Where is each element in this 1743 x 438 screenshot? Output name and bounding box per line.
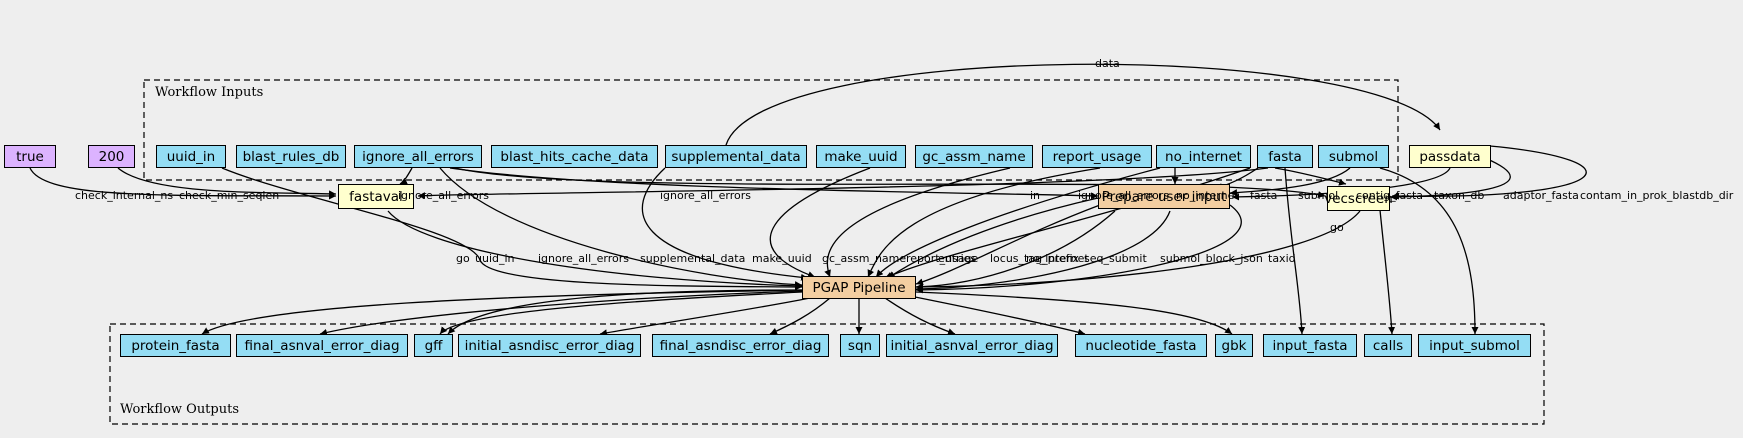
node-blast-rules-db[interactable]: blast_rules_db bbox=[236, 145, 346, 168]
edge-label-ignore-fastaval: ignore_all_errors bbox=[398, 189, 490, 202]
edge-label-uuid-in: uuid_in bbox=[475, 252, 515, 265]
edge-contig-fasta bbox=[1274, 167, 1347, 186]
edge-ignore-prepare bbox=[449, 167, 1099, 200]
edge-check-min-seqlen bbox=[117, 167, 337, 198]
edge-ignore-fastaval bbox=[399, 167, 413, 185]
node-final-asnval-error-diag[interactable]: final_asnval_error_diag bbox=[236, 334, 408, 357]
edge-check-internal-ns bbox=[29, 167, 337, 200]
edge-ignore-pgap bbox=[439, 167, 803, 289]
edge-label-taxid: taxid bbox=[1268, 252, 1296, 265]
edge-label-entries: entries bbox=[938, 252, 977, 265]
edge-out-gff-a bbox=[439, 291, 803, 335]
workflow-outputs-label: Workflow Outputs bbox=[120, 402, 239, 417]
edge-label-in: in bbox=[1030, 189, 1041, 202]
edge-out-nucleotide bbox=[909, 295, 1086, 336]
edge-label-go-fastaval: go bbox=[456, 252, 470, 265]
node-uuid-in[interactable]: uuid_in bbox=[156, 145, 226, 168]
edge-out-final-asndisc bbox=[769, 297, 831, 335]
edge-out-gff-b bbox=[447, 289, 803, 335]
edge-label-seq-submit: seq_submit bbox=[1084, 252, 1147, 265]
edge-label-adaptor-fasta: adaptor_fasta bbox=[1503, 189, 1579, 202]
edge-label-no-internet-pgap: no_internet bbox=[1026, 252, 1089, 265]
edge-report-usage bbox=[867, 167, 1101, 278]
edge-label-contam: contam_in_prok_blastdb_dir bbox=[1580, 189, 1734, 202]
edge-submol-input-submol bbox=[1379, 167, 1479, 335]
edge-fasta-fastaval bbox=[417, 167, 1269, 200]
edge-go-vecscreen bbox=[915, 210, 1361, 291]
edge-label-make-uuid: make_uuid bbox=[752, 252, 812, 265]
edge-out-gbk bbox=[915, 291, 1233, 335]
node-fasta[interactable]: fasta bbox=[1257, 145, 1313, 168]
edge-label-ignore-prepare: ignore_all_errors bbox=[660, 189, 752, 202]
edge-label-data: data bbox=[1095, 57, 1120, 70]
node-vecscreen[interactable]: vecscreen bbox=[1324, 186, 1393, 211]
node-gff[interactable]: gff bbox=[414, 334, 453, 357]
edge-supplemental bbox=[641, 167, 809, 281]
edge-seq-submit bbox=[915, 210, 1116, 291]
node-pgap-pipeline[interactable]: PGAP Pipeline bbox=[802, 276, 916, 299]
edge-label-no-internet: no_internet bbox=[1176, 189, 1239, 202]
edge-label-ignore-vecscreen: ignore_all_errors bbox=[1078, 189, 1170, 202]
edge-contam bbox=[1391, 145, 1587, 200]
node-initial-asnval-error-diag[interactable]: initial_asnval_error_diag bbox=[886, 334, 1058, 357]
node-make-uuid[interactable]: make_uuid bbox=[816, 145, 906, 168]
node-input-submol[interactable]: input_submol bbox=[1418, 334, 1531, 357]
edge-label-supplemental: supplemental_data bbox=[640, 252, 746, 265]
edge-vecscreen-calls bbox=[1379, 209, 1396, 335]
node-200[interactable]: 200 bbox=[88, 145, 135, 168]
edge-label-check-internal-ns: check_internal_ns bbox=[75, 189, 174, 202]
edge-label-submol: submol bbox=[1298, 189, 1339, 202]
edge-label-check-min-seqlen: check_min_seqlen bbox=[179, 189, 280, 202]
node-ignore-all-errors[interactable]: ignore_all_errors bbox=[354, 145, 482, 168]
edge-go-fastaval bbox=[387, 210, 803, 290]
workflow-inputs-cluster bbox=[143, 79, 1399, 181]
edge-submol-block bbox=[915, 210, 1171, 293]
node-fastaval[interactable]: fastaval bbox=[338, 184, 414, 209]
node-no-internet[interactable]: no_internet bbox=[1156, 145, 1251, 168]
edge-label-locus-tag: locus_tag_prefix bbox=[990, 252, 1080, 265]
edge-entries bbox=[887, 197, 1099, 279]
edge-make-uuid bbox=[769, 167, 871, 278]
edge-taxid bbox=[915, 204, 1242, 294]
node-calls[interactable]: calls bbox=[1364, 334, 1412, 357]
edge-label-fasta: fasta bbox=[1250, 189, 1278, 202]
edge-label-go-vecscreen: go bbox=[1330, 221, 1344, 234]
node-gc-assm-name[interactable]: gc_assm_name bbox=[915, 145, 1033, 168]
edge-data bbox=[725, 63, 1441, 146]
edge-fasta-input-fasta bbox=[1284, 167, 1306, 335]
node-blast-hits-cache-data[interactable]: blast_hits_cache_data bbox=[491, 145, 658, 168]
node-submol[interactable]: submol bbox=[1318, 145, 1389, 168]
node-final-asndisc-error-diag[interactable]: final_asndisc_error_diag bbox=[652, 334, 829, 357]
node-nucleotide-fasta[interactable]: nucleotide_fasta bbox=[1075, 334, 1207, 357]
node-true[interactable]: true bbox=[4, 145, 56, 168]
node-supplemental-data[interactable]: supplemental_data bbox=[665, 145, 807, 168]
node-sqn[interactable]: sqn bbox=[840, 334, 880, 357]
edge-submol-prepare bbox=[1229, 167, 1351, 197]
edge-out-final-asnval bbox=[319, 290, 803, 336]
edge-out-initial-asnval bbox=[884, 297, 956, 335]
edge-gc-assm bbox=[824, 167, 1011, 278]
node-protein-fasta[interactable]: protein_fasta bbox=[120, 334, 231, 357]
edge-locus-tag bbox=[915, 204, 1101, 286]
edge-label-submol-block: submol_block_json bbox=[1160, 252, 1263, 265]
edge-ignore-vecscreen bbox=[454, 167, 1326, 199]
node-report-usage[interactable]: report_usage bbox=[1042, 145, 1152, 168]
node-gbk[interactable]: gbk bbox=[1215, 334, 1253, 357]
edge-uuid-in bbox=[221, 167, 803, 291]
edge-label-report-usage: report_usage bbox=[906, 252, 979, 265]
workflow-outputs-cluster bbox=[109, 323, 1545, 425]
node-passdata[interactable]: passdata bbox=[1409, 145, 1491, 168]
edge-out-initial-asndisc bbox=[599, 297, 811, 337]
node-initial-asndisc-error-diag[interactable]: initial_asndisc_error_diag bbox=[458, 334, 641, 357]
workflow-inputs-label: Workflow Inputs bbox=[155, 85, 264, 100]
edge-label-contig-fasta: contig_fasta bbox=[1356, 189, 1423, 202]
edge-label-taxon-db: taxon_db bbox=[1434, 189, 1485, 202]
node-prepare-user-input[interactable]: Prepare user input bbox=[1098, 184, 1230, 209]
node-input-fasta[interactable]: input_fasta bbox=[1263, 334, 1357, 357]
edge-label-gc-assm-name: gc_assm_name bbox=[822, 252, 907, 265]
edge-label-ignore-pgap: ignore_all_errors bbox=[538, 252, 630, 265]
